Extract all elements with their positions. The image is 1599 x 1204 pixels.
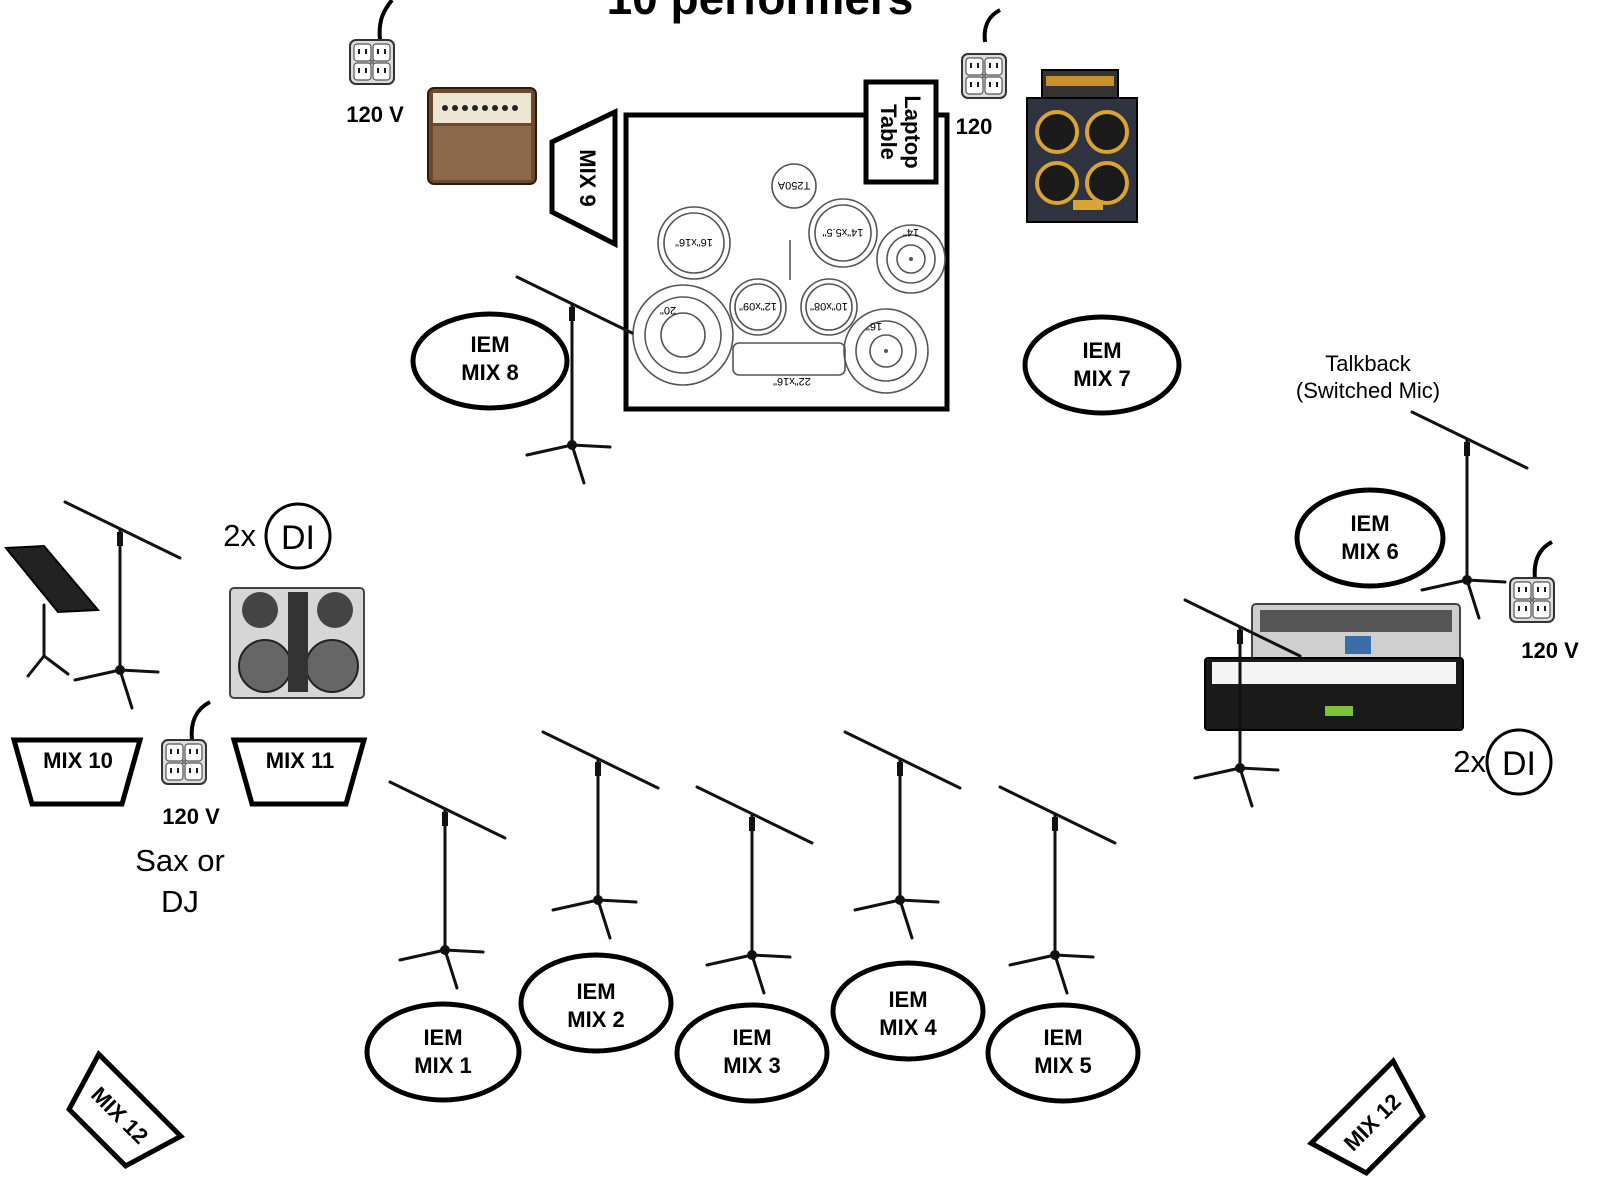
power-label-right: 120 V	[1521, 638, 1579, 663]
mic-stand-icon-4	[843, 730, 962, 940]
iem-mix-7-line1: IEM	[1082, 338, 1121, 363]
sax-dj-line2: DJ	[161, 884, 199, 919]
floor-tom-label: 16"x16"	[675, 236, 713, 248]
dj-controller-icon	[229, 587, 365, 699]
iem-mix-6-line2: MIX 6	[1341, 539, 1398, 564]
snare-label: 14"x5.5"	[822, 226, 863, 238]
drum-kit-icon: T250A 16"x16" 14"x5.5" 14" 20" 12"x09" 1…	[632, 163, 946, 394]
iem-mix-5: IEM MIX 5	[985, 1002, 1141, 1104]
wedge-mix12-right: MIX 12	[1307, 1057, 1426, 1176]
hat-label: 14"	[903, 226, 919, 238]
wedge-mix9: MIX 9	[549, 108, 618, 249]
iem-mix-3: IEM MIX 3	[674, 1002, 830, 1104]
laptop-table-line2: Table	[876, 104, 901, 160]
iem-mix-2-line2: MIX 2	[567, 1007, 624, 1032]
di-count-right: 2x	[1453, 744, 1486, 779]
laptop-table: Laptop Table	[863, 79, 939, 185]
talkback-line1: Talkback	[1325, 351, 1412, 376]
mic-stand-icon-3	[695, 785, 814, 995]
mic-stand-icon-drums	[515, 275, 634, 485]
iem-mix-3-line2: MIX 3	[723, 1053, 780, 1078]
wedge-mix10: MIX 10	[10, 737, 144, 807]
di-label-right: DI	[1502, 745, 1536, 783]
tom1-label: 10"x08"	[810, 300, 848, 312]
iem-mix-8-line2: MIX 8	[461, 360, 518, 385]
iem-mix-2-line1: IEM	[576, 979, 615, 1004]
di-label-left: DI	[281, 519, 315, 557]
drum-stool-label: T250A	[777, 179, 810, 191]
iem-mix-5-line1: IEM	[1043, 1025, 1082, 1050]
sax-dj-line1: Sax or	[135, 843, 225, 878]
iem-mix-5-line2: MIX 5	[1034, 1053, 1091, 1078]
iem-mix-4-line2: MIX 4	[879, 1015, 937, 1040]
power-outlet-topleft: 120 V	[346, 0, 404, 127]
wedge-mix11: MIX 11	[230, 737, 368, 807]
mic-stand-icon-2	[541, 730, 660, 940]
ride-label: 16"	[866, 320, 882, 332]
wedge-mix12-left: MIX 12	[66, 1050, 185, 1169]
guitar-amp-icon	[427, 87, 537, 185]
iem-mix-6-line1: IEM	[1350, 511, 1389, 536]
power-label-topleft: 120 V	[346, 102, 404, 127]
wedge-mix11-label: MIX 11	[266, 748, 334, 773]
talkback-line2: (Switched Mic)	[1296, 378, 1440, 403]
wedge-mix10-label: MIX 10	[43, 748, 113, 773]
iem-mix-3-line1: IEM	[732, 1025, 771, 1050]
crash-label: 20"	[660, 304, 676, 316]
page-title: 10 performers	[607, 0, 914, 24]
power-outlet-topright: 120	[956, 8, 1007, 139]
iem-mix-7: IEM MIX 7	[1022, 314, 1182, 416]
iem-mix-1: IEM MIX 1	[364, 1001, 522, 1103]
mic-stand-icon-1	[388, 780, 507, 990]
music-stand-icon	[3, 544, 101, 678]
keyboards-icon	[1204, 603, 1464, 731]
kick-label: 22"x16"	[773, 375, 811, 387]
iem-mix-4-line1: IEM	[888, 987, 927, 1012]
iem-mix-1-line2: MIX 1	[414, 1053, 471, 1078]
mic-stand-icon-5	[998, 785, 1117, 995]
iem-mix-1-line1: IEM	[423, 1025, 462, 1050]
tom2-label: 12"x09"	[739, 300, 777, 312]
power-label-topright: 120	[956, 114, 993, 139]
iem-mix-4: IEM MIX 4	[830, 960, 986, 1062]
power-outlet-left: 120 V	[161, 700, 220, 829]
di-count-left: 2x	[223, 518, 256, 553]
iem-mix-6: IEM MIX 6	[1294, 487, 1446, 589]
di-box-right: 2x DI	[1453, 728, 1553, 796]
iem-mix-8-line1: IEM	[470, 332, 509, 357]
power-outlet-right: 120 V	[1509, 540, 1579, 663]
bass-rig-icon	[1026, 69, 1138, 223]
iem-mix-8: IEM MIX 8	[410, 311, 570, 411]
iem-mix-7-line2: MIX 7	[1073, 366, 1130, 391]
iem-mix-2: IEM MIX 2	[518, 952, 674, 1054]
wedge-mix9-label: MIX 9	[575, 149, 600, 206]
di-box-left: 2x DI	[223, 502, 332, 570]
laptop-table-line1: Laptop	[900, 95, 925, 168]
power-label-left: 120 V	[162, 804, 220, 829]
